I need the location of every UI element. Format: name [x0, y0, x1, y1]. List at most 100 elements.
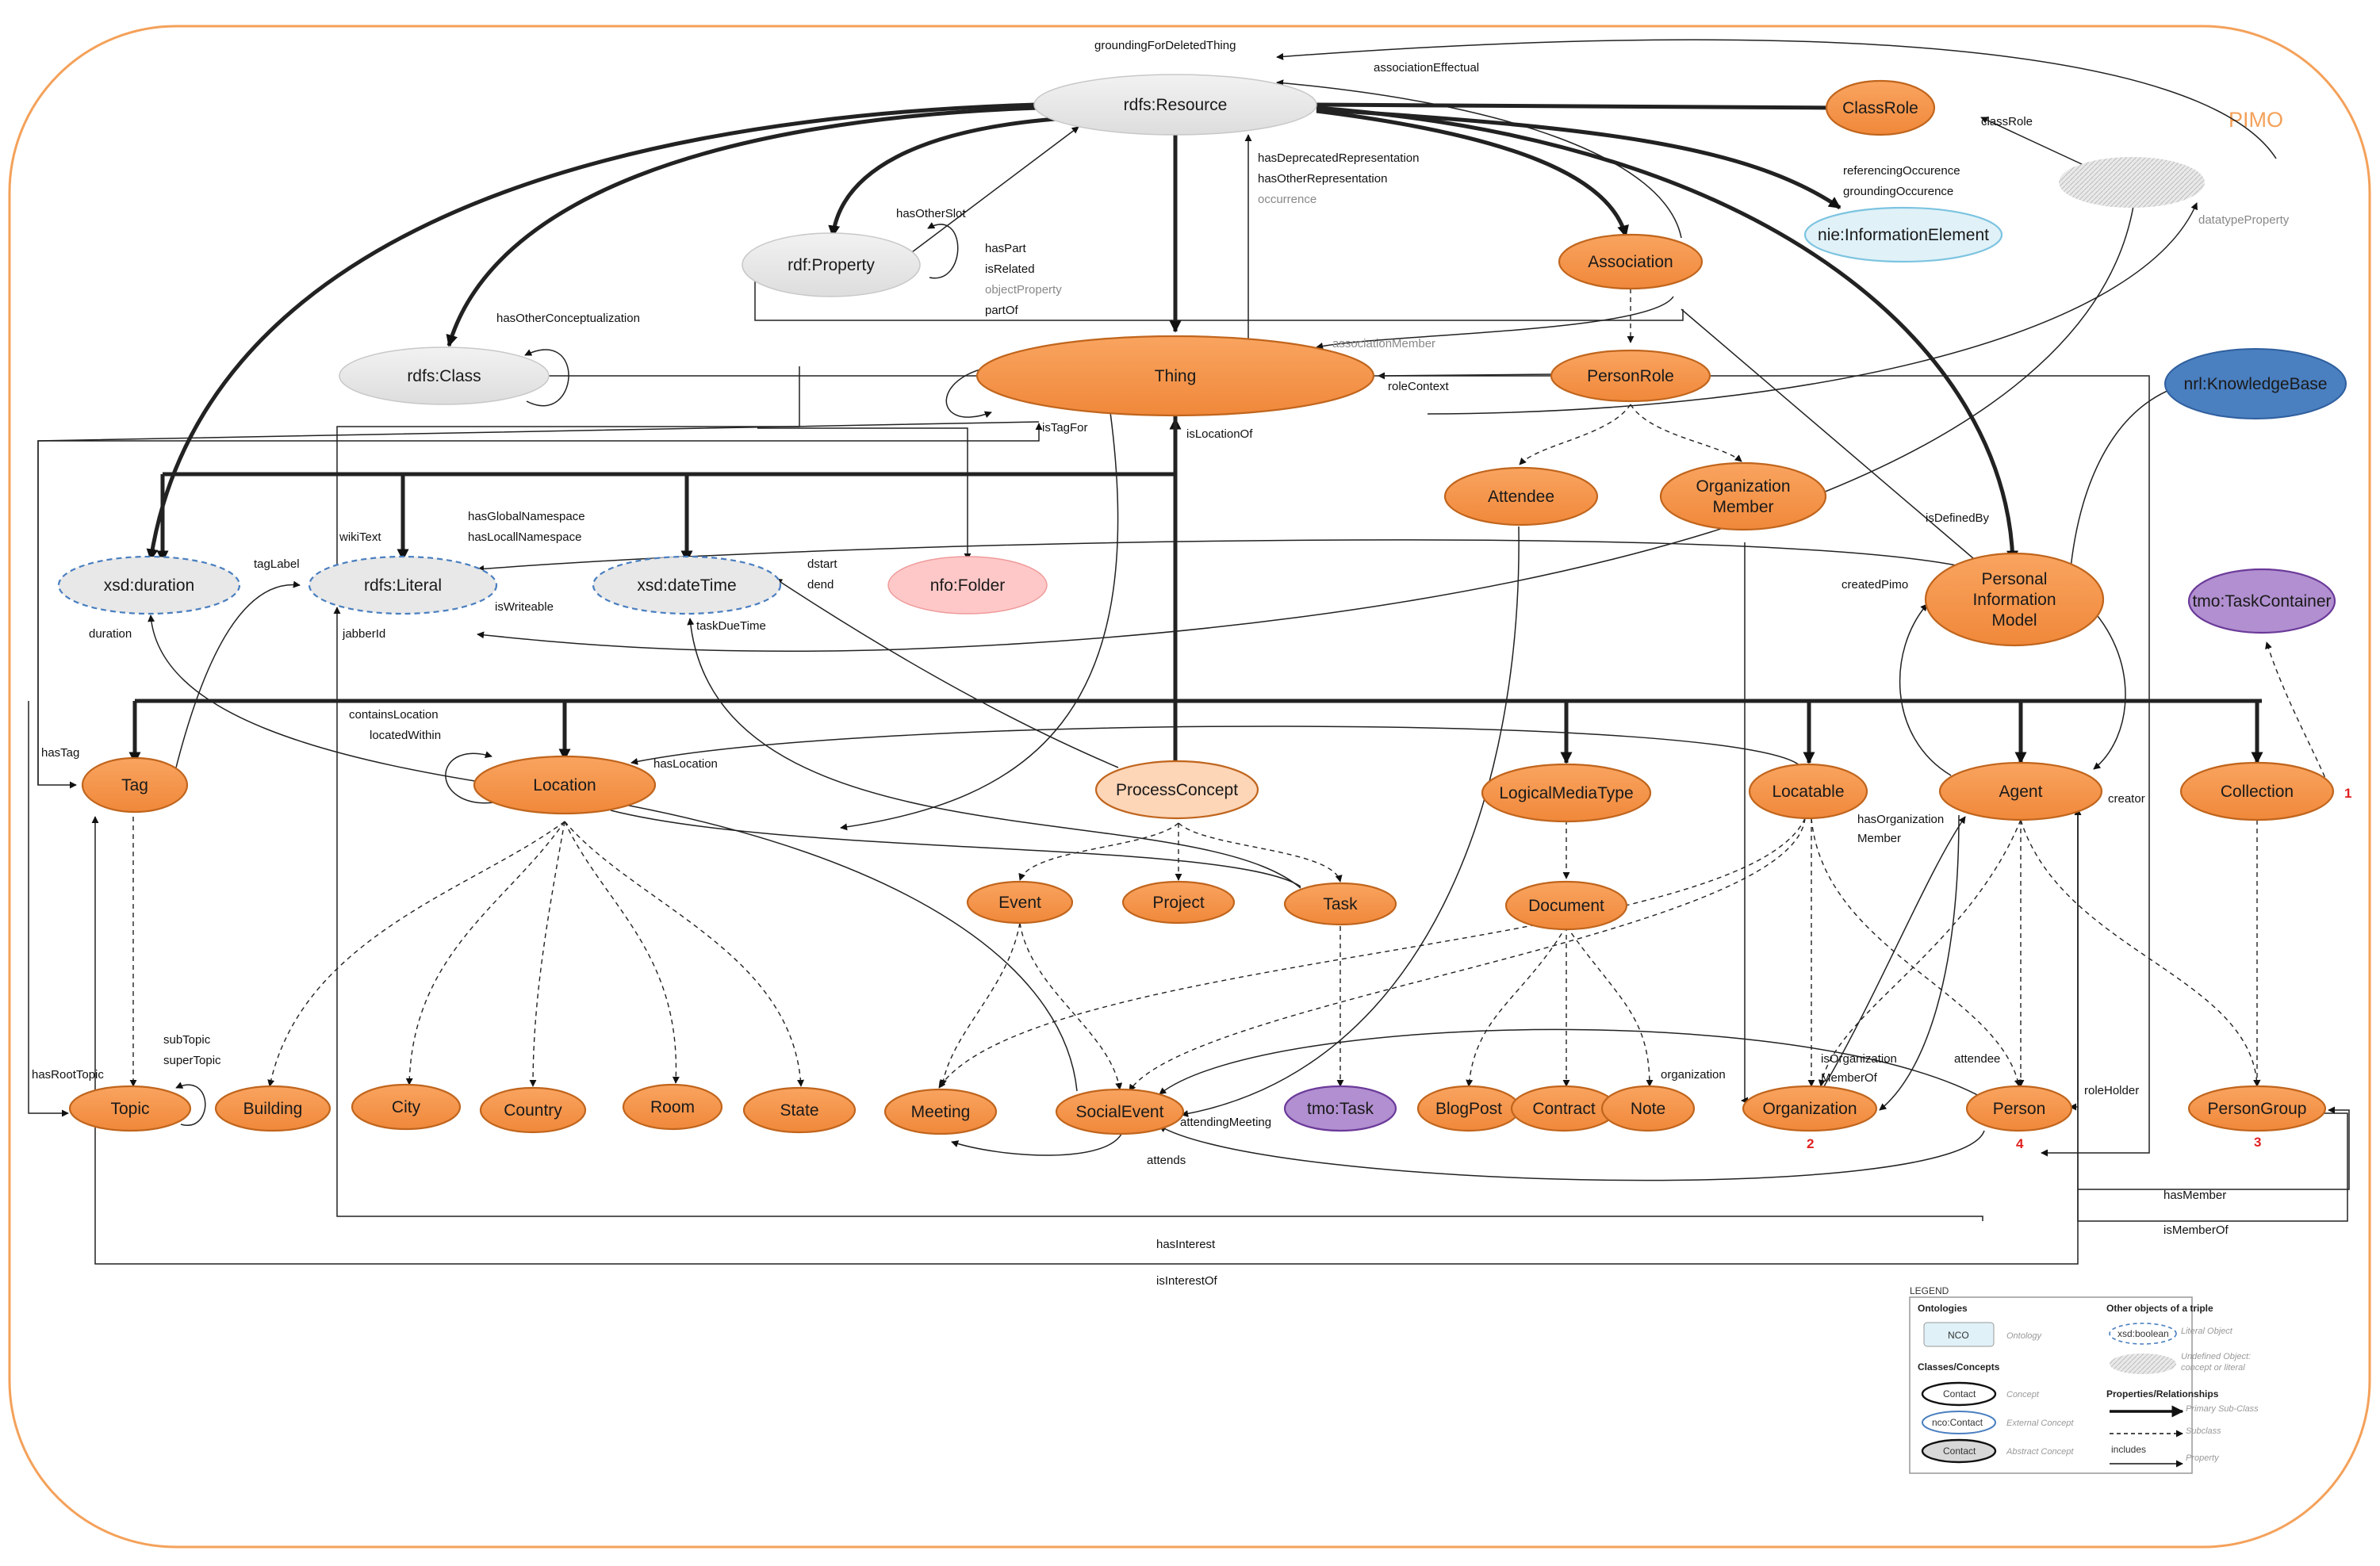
- edge-label-isOrganizationMemberOf2: MemberOf: [1821, 1071, 1878, 1085]
- edge-person-rolehold: [2069, 809, 2079, 1111]
- node-undefined-shape: [2059, 157, 2205, 208]
- edge-member-persongroup: [2078, 1106, 2350, 1190]
- node-organization-shape: [1742, 1085, 1878, 1132]
- edge-event-meeting: [939, 922, 1021, 1087]
- edge-label-occurrence: occurrence: [1258, 193, 1316, 206]
- edge-label-attendeeLabel: attendee: [1954, 1052, 2000, 1066]
- legend-primary-caption: Primary Sub-Class: [2186, 1404, 2259, 1414]
- node-document-label: Document: [1528, 897, 1604, 915]
- edge-process-datetime: [775, 578, 1119, 768]
- edge-label-tagLabel: tagLabel: [254, 557, 300, 571]
- legend-external-sample-label: nco:Contact: [1932, 1417, 1983, 1428]
- node-infoelement: nie:InformationElement: [1803, 206, 2003, 263]
- node-classrole: ClassRole: [1825, 79, 1936, 136]
- node-tmotask-shape: [1283, 1085, 1397, 1132]
- node-persongroup-shape: [2187, 1085, 2327, 1132]
- node-kb-label: nrl:KnowledgeBase: [2184, 375, 2328, 393]
- node-note: Note: [1600, 1085, 1696, 1132]
- node-project: Project: [1121, 880, 1236, 925]
- edge-label-groundingForDeletedThing: groundingForDeletedThing: [1094, 39, 1236, 52]
- node-attendee: Attendee: [1443, 466, 1599, 526]
- node-locatable-label: Locatable: [1772, 783, 1844, 801]
- edge-label-organizationLabel: organization: [1661, 1068, 1726, 1082]
- red-number-1: 1: [2344, 786, 2351, 801]
- edge-label-roleHolder: roleHolder: [2084, 1084, 2139, 1097]
- edge-agent-organization: [1879, 814, 1960, 1111]
- edge-label-jabberId: jabberId: [342, 627, 385, 641]
- node-kb-shape: [2164, 348, 2347, 419]
- node-resource-shape: [1033, 74, 1317, 136]
- node-classrole-shape: [1825, 79, 1936, 136]
- edge-resource-infoelement: [1316, 107, 1842, 210]
- edge-topic-self: [175, 1082, 206, 1126]
- node-literal: rdfs:Literal: [308, 555, 498, 615]
- node-property-shape: [742, 232, 921, 297]
- node-association-label: Association: [1588, 253, 1673, 271]
- edge-collection-taskcontainer: [2265, 641, 2332, 794]
- edge-label-hasOrganizationMember1: hasOrganization: [1857, 813, 1944, 826]
- node-persongroup: PersonGroup: [2187, 1085, 2327, 1132]
- node-tmotask-label: tmo:Task: [1307, 1100, 1374, 1118]
- node-duration: xsd:duration: [57, 555, 241, 615]
- node-class-label: rdfs:Class: [407, 367, 481, 385]
- edge-bus-folder: [757, 427, 972, 561]
- edge-label-hasTag: hasTag: [41, 746, 79, 760]
- legend-literal-sample: [2109, 1323, 2177, 1345]
- node-building-label: Building: [243, 1100, 303, 1118]
- node-locatable: Locatable: [1748, 763, 1868, 820]
- edge-location-state: [564, 821, 805, 1087]
- node-logicalmedia-shape: [1481, 763, 1652, 823]
- edge-label-locatedWithin: locatedWithin: [370, 729, 441, 742]
- node-persongroup-label: PersonGroup: [2208, 1100, 2307, 1118]
- node-attendee-shape: [1443, 466, 1599, 526]
- node-locatable-shape: [1748, 763, 1868, 820]
- legend-abstract-sample: [1921, 1438, 1997, 1464]
- edge-label-creator: creator: [2108, 792, 2145, 806]
- edge-label-groundingOccurence: groundingOccurence: [1843, 185, 1953, 198]
- edge-property-bus: [754, 279, 1684, 321]
- edge-undefined-classrole: [1980, 117, 2094, 170]
- edge-label-partOf: partOf: [985, 304, 1019, 317]
- node-association-shape: [1558, 233, 1704, 290]
- edge-location-task: [610, 810, 1301, 887]
- edge-process-task: [1178, 822, 1343, 883]
- edge-resource-classrole: [1316, 101, 1840, 114]
- node-classrole-label: ClassRole: [1842, 99, 1918, 117]
- edge-person-attends: [1159, 1125, 1985, 1181]
- node-tag-shape: [81, 756, 189, 814]
- edge-label-datatypeProperty: datatypeProperty: [2198, 213, 2290, 227]
- node-meeting: Meeting: [883, 1088, 998, 1135]
- edge-label-isOrganizationMemberOf1: isOrganization: [1821, 1052, 1897, 1066]
- node-kb: nrl:KnowledgeBase: [2164, 348, 2347, 419]
- node-location-shape: [473, 755, 657, 815]
- node-person-label: Person: [1993, 1100, 2046, 1118]
- node-meeting-shape: [883, 1088, 998, 1135]
- legend-undefined-caption-1: Undefined Object:: [2181, 1352, 2251, 1361]
- node-association: Association: [1558, 233, 1704, 290]
- node-person-shape: [1965, 1085, 2073, 1132]
- node-resource-label: rdfs:Resource: [1124, 96, 1228, 114]
- node-processconcept-shape: [1094, 760, 1259, 820]
- edge-socialevent-meeting: [951, 1130, 1124, 1156]
- node-organization-label: Organization: [1762, 1100, 1857, 1118]
- node-organization: Organization: [1742, 1085, 1878, 1132]
- edge-association-member: [1316, 296, 1674, 350]
- node-literal-label: rdfs:Literal: [364, 576, 442, 595]
- edge-location-room: [564, 821, 680, 1084]
- node-room: Room: [622, 1083, 723, 1131]
- node-resource: rdfs:Resource: [1033, 74, 1317, 136]
- legend-property-caption: Property: [2186, 1453, 2220, 1463]
- node-task-label: Task: [1323, 895, 1358, 913]
- edge-kb-pimodel: [2067, 383, 2188, 576]
- legend-classes-heading: Classes/Concepts: [1918, 1361, 2000, 1373]
- edge-label-associationMember: associationMember: [1332, 337, 1435, 350]
- node-project-label: Project: [1152, 894, 1205, 912]
- edge-label-hasGlobalNamespace: hasGlobalNamespace: [468, 510, 585, 523]
- edge-document-blogpost: [1466, 925, 1567, 1087]
- node-state: State: [742, 1086, 857, 1134]
- legend-undefined-sample: [2110, 1353, 2176, 1374]
- edge-orgmember-organization: [1741, 542, 1749, 1105]
- edge-socialevent-duration: [148, 615, 1078, 1092]
- legend-concept-caption: Concept: [2006, 1390, 2040, 1399]
